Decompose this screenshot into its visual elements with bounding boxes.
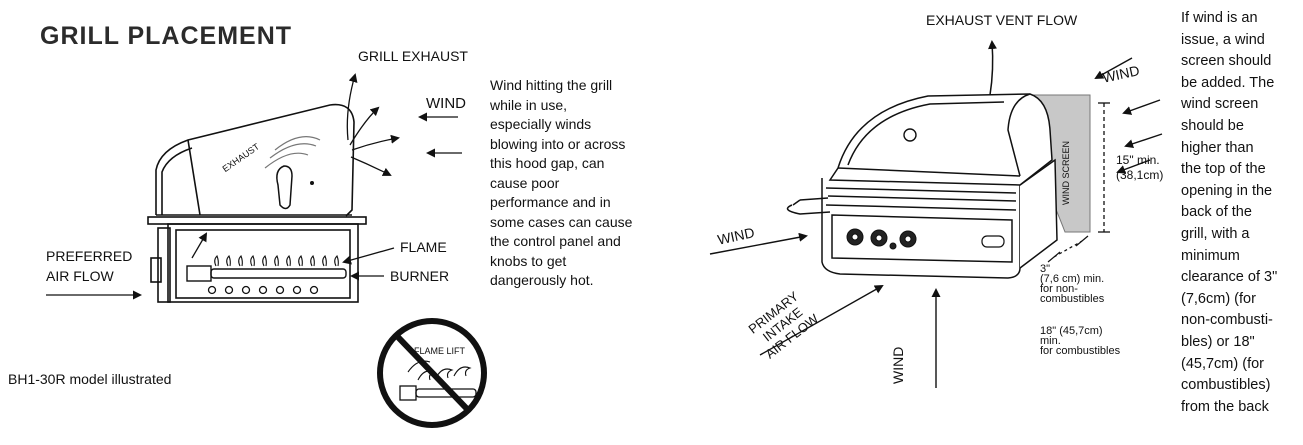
height-min-label: 15" min. (38,1cm) xyxy=(1116,154,1163,181)
clearance-line-3: for non- xyxy=(1040,283,1078,295)
paragraph-line: (7,6cm) (for xyxy=(1181,290,1256,307)
paragraph-line: the top of the xyxy=(1181,161,1266,178)
exhaust-vent-arrow xyxy=(988,40,997,96)
combustible-line-1: 18" (45,7cm) xyxy=(1040,325,1103,337)
paragraph-line: back of the xyxy=(1181,204,1252,221)
clearance-line-4: combustibles xyxy=(1040,293,1105,305)
wind-screen-label: WIND SCREEN xyxy=(1061,140,1071,205)
no-flame-lift-sign xyxy=(377,318,487,428)
paragraph-line: (45,7cm) (for xyxy=(1181,355,1264,372)
paragraph-line: cause poor xyxy=(490,174,560,191)
model-note: BH1-30R model illustrated xyxy=(8,371,172,387)
exhaust-vent-flow-label: EXHAUST VENT FLOW xyxy=(926,12,1078,28)
flame-lift-label: FLAME LIFT xyxy=(414,346,466,356)
height-dimension xyxy=(1098,102,1110,233)
paragraph-line: combustibles) xyxy=(1181,377,1271,394)
wind-screen-paragraph: If wind is an issue, a wind screen shoul… xyxy=(1181,8,1277,418)
paragraph-line: the control panel and xyxy=(490,233,621,249)
hood-detail xyxy=(264,136,321,169)
clearance-line-2: (7,6 cm) min. xyxy=(1040,273,1105,285)
paragraph-line: knobs to get xyxy=(490,252,567,269)
paragraph-line: especially winds xyxy=(490,116,592,132)
paragraph-line: this hood gap, can xyxy=(490,155,605,171)
paragraph-line: higher than xyxy=(1181,139,1254,156)
paragraph-line: blowing into or across xyxy=(490,135,626,152)
paragraph-line: non-combusti- xyxy=(1181,312,1273,329)
burner xyxy=(186,265,347,282)
paragraph-line: minimum xyxy=(1181,247,1240,264)
paragraph-line: should be xyxy=(1181,117,1244,134)
burner-flames xyxy=(214,255,339,267)
paragraph-line: some cases can cause xyxy=(490,213,633,230)
paragraph-line: If wind is an xyxy=(1181,10,1258,26)
paragraph-line: issue, a wind xyxy=(1181,31,1265,48)
preferred-air-flow-label-2: AIR FLOW xyxy=(46,268,114,284)
combustible-line-3: for combustibles xyxy=(1040,345,1121,357)
grill-3d xyxy=(821,93,1058,279)
noncombustible-clearance-label: 3" (7,6 cm) min. for non- combustibles xyxy=(1040,263,1105,305)
counter-plate xyxy=(147,216,367,225)
hood-handle xyxy=(276,165,293,210)
paragraph-line: while in use, xyxy=(490,96,568,113)
paragraph-line: bles) or 18" xyxy=(1181,333,1255,350)
grill-hood-side xyxy=(155,103,355,217)
paragraph-line: wind screen xyxy=(1181,96,1259,113)
inner-air-arrow xyxy=(191,232,208,259)
combustible-clearance-label: 18" (45,7cm) min. for combustibles xyxy=(1040,325,1121,357)
burner-label: BURNER xyxy=(390,268,450,284)
height-min-line-1: 15" min. xyxy=(1116,153,1160,167)
wind-warning-paragraph: Wind hitting the grill while in use, esp… xyxy=(490,76,632,291)
vent-holes xyxy=(207,285,319,295)
paragraph-line: performance and in xyxy=(490,194,611,210)
grill-badge xyxy=(981,235,1005,248)
wind-label-left: WIND xyxy=(426,95,466,112)
flame-pointer xyxy=(342,247,395,265)
control-knobs xyxy=(846,228,917,250)
exhaust-arrows xyxy=(346,73,400,176)
paragraph-line: clearance of 3" xyxy=(1181,269,1278,286)
clearance-dimension xyxy=(1047,235,1089,263)
paragraph-line: grill, with a xyxy=(1181,225,1250,242)
preferred-air-flow-label-1: PREFERRED xyxy=(46,248,133,264)
flame-label: FLAME xyxy=(400,239,447,255)
grill-side-handle xyxy=(786,197,831,215)
paragraph-line: opening in the xyxy=(1181,182,1273,199)
grill-exhaust-label: GRILL EXHAUST xyxy=(358,48,468,64)
clearance-line-1: 3" xyxy=(1040,263,1051,275)
wind-arrows-left xyxy=(418,112,462,158)
page-title: GRILL PLACEMENT xyxy=(40,22,293,50)
paragraph-line: Wind hitting the grill xyxy=(490,77,613,93)
paragraph-line: be added. The xyxy=(1181,74,1275,91)
wind-arrows-right xyxy=(709,57,1163,388)
paragraph-line: screen should xyxy=(1181,53,1272,70)
paragraph-line: from the back xyxy=(1181,398,1269,415)
height-min-line-2: (38,1cm) xyxy=(1116,168,1164,182)
wind-label-bottom: WIND xyxy=(890,346,906,384)
combustible-line-2: min. xyxy=(1040,335,1061,347)
paragraph-line: dangerously hot. xyxy=(490,272,594,288)
